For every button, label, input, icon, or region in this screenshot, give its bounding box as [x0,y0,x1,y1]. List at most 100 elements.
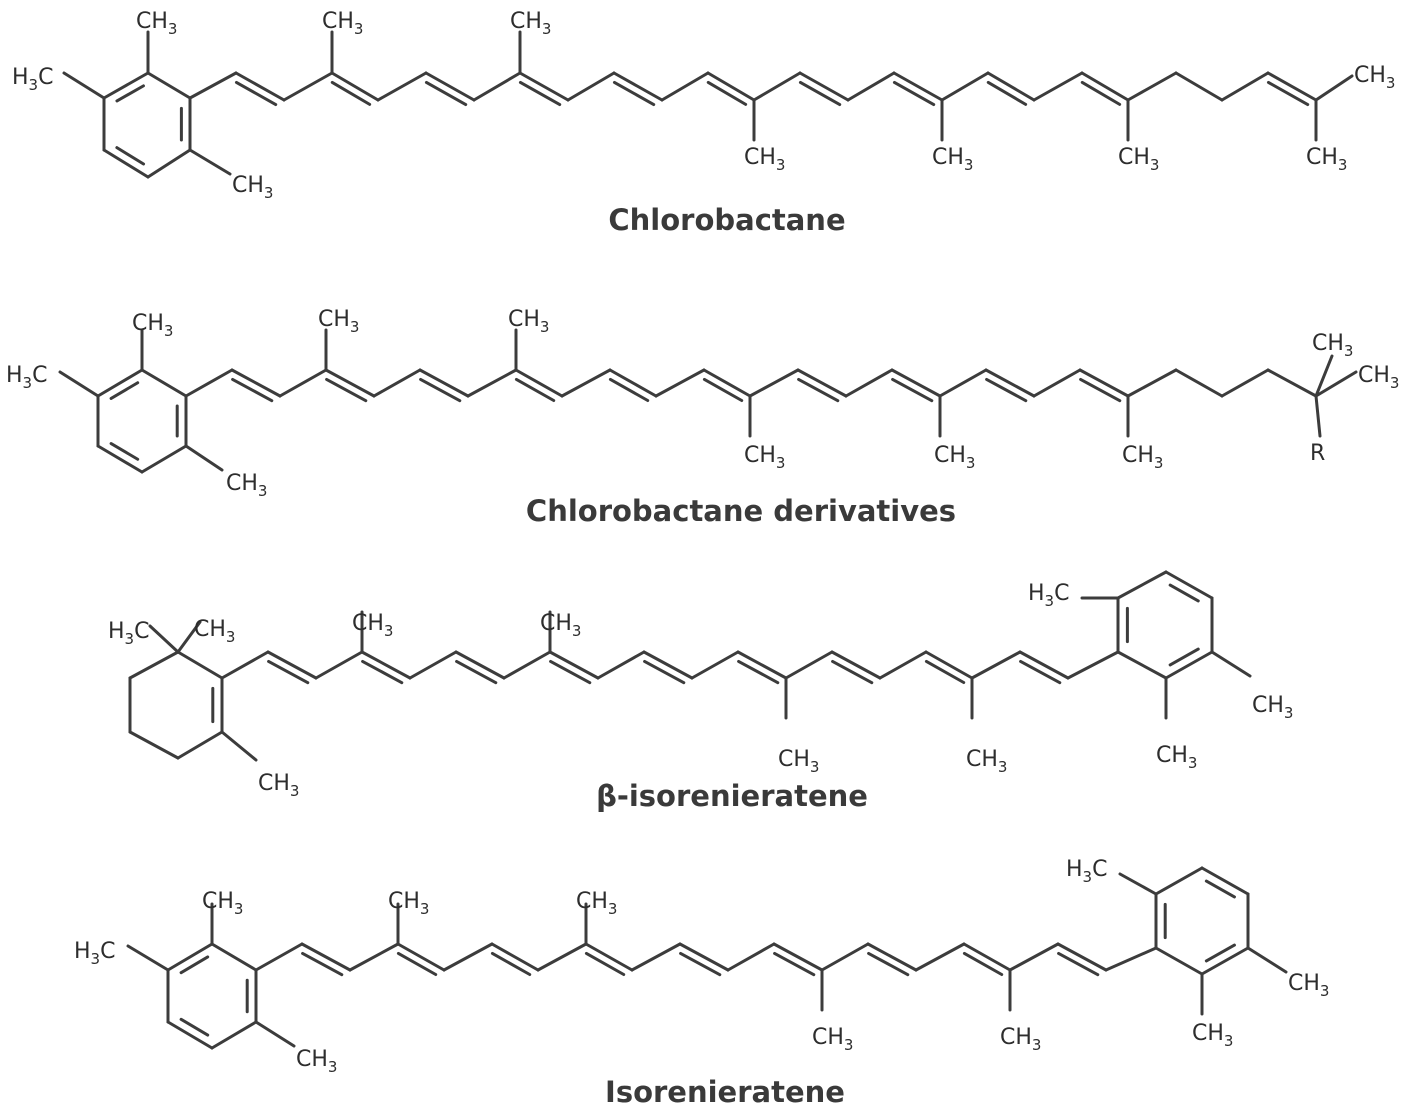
single-bond [726,942,776,972]
single-bond [596,650,646,680]
ring-bond [102,148,150,179]
single-bond [188,71,238,100]
single-bond [188,148,232,176]
ring-bond [176,730,224,760]
methyl-label: CH3 [202,889,243,918]
single-bond [408,650,458,680]
double-bond [679,951,722,977]
double-bond [678,942,730,972]
double-bond [608,368,658,398]
aromatic-inner-bond [109,442,140,461]
double-bond [1266,71,1318,102]
ring-bond [140,368,188,398]
double-bond [1057,951,1100,977]
single-bond [970,650,1022,680]
methyl-label: CH3 [1288,971,1329,1000]
single-bond [1210,650,1252,678]
double-bond [424,71,476,102]
double-bond [867,951,910,977]
methyl-label: CH3 [778,747,819,776]
double-bond [706,71,756,102]
single-bond [914,942,966,972]
single-bond [938,368,988,398]
aromatic-inner-bond [179,955,210,975]
double-bond [584,942,634,972]
double-bond [301,951,344,977]
aromatic-inner-bond [115,84,145,103]
methyl-label: CH3 [1122,443,1163,472]
double-bond [986,80,1028,106]
single-bond [1126,71,1178,102]
aromatic-inner-bond [179,1017,210,1037]
double-bond [831,659,874,685]
double-bond [924,650,974,680]
methyl-label: CH3 [1312,331,1353,360]
single-bond [1126,368,1178,398]
methyl-label: CH3 [132,311,173,340]
aromatic-inner-bond [109,381,140,400]
double-bond [396,942,446,972]
single-bond [560,368,612,398]
double-bond [514,368,564,398]
single-bond [690,650,740,680]
single-bond [1220,368,1270,398]
methyl-label: H3C [1066,857,1107,886]
double-bond [361,659,404,685]
ring-bond [1154,866,1204,896]
double-bond [1079,377,1122,403]
ring-bond [102,71,150,100]
double-bond [890,368,942,398]
double-bond [518,71,570,102]
double-bond [267,659,310,685]
single-bond [1314,370,1358,398]
ring-bond [128,730,180,760]
methyl-label: CH3 [1156,743,1197,772]
ring-bond [146,148,192,179]
double-bond [796,368,848,398]
single-bond [1174,368,1224,398]
double-bond [798,80,842,107]
methyl-label: CH3 [136,9,177,38]
ring-bond [96,368,144,398]
single-bond [1266,368,1318,398]
double-bond [830,650,882,680]
double-bond [360,650,412,680]
double-bond [1080,71,1130,102]
single-bond [536,942,588,972]
double-bond [984,368,1036,398]
single-bond [940,71,990,102]
methyl-label: CH3 [510,9,551,38]
single-bond [1066,650,1120,680]
methyl-label: CH3 [812,1025,853,1054]
double-bond [866,942,918,972]
double-bond [642,650,694,680]
single-bond [126,944,170,972]
single-bond [254,942,304,972]
single-bond [566,71,616,102]
methyl-label: H3C [108,619,149,648]
ring-bond [128,650,180,680]
single-bond [1008,942,1060,972]
r-group-label: R [1310,441,1325,466]
ring-bond [1154,946,1204,976]
structure-name: Isorenieratene [605,1075,845,1109]
methyl-label: CH3 [318,307,359,336]
double-bond [1056,942,1108,972]
single-bond [372,368,422,398]
ring-bond [140,444,188,474]
double-bond [234,71,286,102]
aromatic-inner-bond [1168,583,1200,603]
double-bond [772,942,824,972]
double-bond [548,650,600,680]
single-bond [314,650,364,680]
methyl-label: CH3 [576,889,617,918]
structure-name: Chlorobactane [608,203,845,237]
double-bond [612,71,664,102]
double-bond [330,71,380,102]
ring-bond [176,650,224,680]
double-bond [234,80,278,107]
